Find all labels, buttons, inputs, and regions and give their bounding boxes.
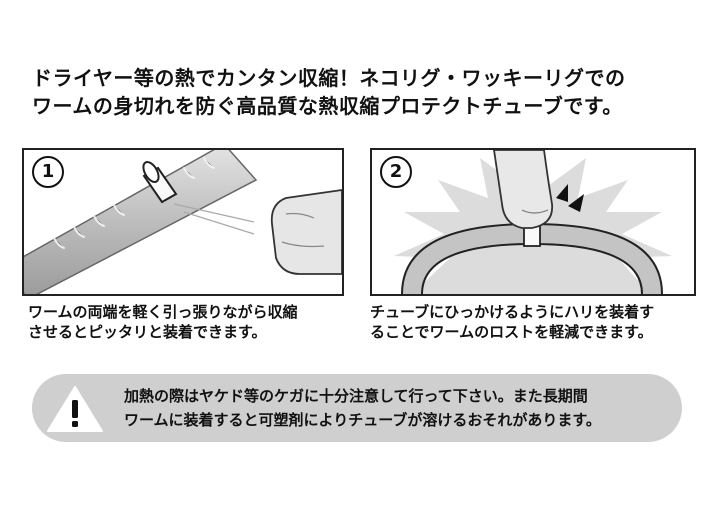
step-2-illustration bbox=[394, 150, 672, 294]
warning-line-1: 加熱の際はヤケド等のケガに十分注意して行って下さい。また長期間 bbox=[124, 387, 588, 405]
finger bbox=[493, 150, 554, 229]
step-2-caption-line-1: チューブにひっかけるようにハリを装着す bbox=[370, 303, 655, 321]
action-marks bbox=[556, 184, 584, 212]
step-2-number: 2 bbox=[380, 156, 412, 188]
step-1-number: 1 bbox=[32, 156, 64, 188]
step-1-caption: ワームの両端を軽く引っ張りながら収縮 させるとピッタリと装着できます。 bbox=[28, 302, 358, 342]
step-1-panel: 1 bbox=[22, 148, 344, 296]
step-2-caption: チューブにひっかけるようにハリを装着す ることでワームのロストを軽減できます。 bbox=[370, 302, 700, 342]
protect-tube bbox=[142, 161, 178, 204]
headline-line-1: ドライヤー等の熱でカンタン収縮！ネコリグ・ワッキーリグでの bbox=[32, 66, 626, 90]
warning-box: 加熱の際はヤケド等のケガに十分注意して行って下さい。また長期間 ワームに装着する… bbox=[32, 374, 682, 442]
hand bbox=[270, 189, 342, 275]
exclamation-triangle-icon bbox=[47, 386, 103, 432]
headline-line-2: ワームの身切れを防ぐ高品質な熱収縮プロテクトチューブです。 bbox=[32, 94, 623, 118]
warning-text: 加熱の際はヤケド等のケガに十分注意して行って下さい。また長期間 ワームに装着する… bbox=[124, 384, 684, 432]
step-1-caption-line-1: ワームの両端を軽く引っ張りながら収縮 bbox=[28, 303, 298, 321]
step-2-panel: 2 bbox=[370, 148, 696, 296]
step-1-illustration bbox=[24, 150, 342, 294]
step-2-caption-line-2: ることでワームのロストを軽減できます。 bbox=[370, 323, 653, 341]
headline: ドライヤー等の熱でカンタン収縮！ネコリグ・ワッキーリグでの ワームの身切れを防ぐ… bbox=[32, 64, 692, 120]
step-1-caption-line-2: させるとピッタリと装着できます。 bbox=[28, 323, 267, 341]
warning-line-2: ワームに装着すると可塑剤によりチューブが溶けるおそれがあります。 bbox=[124, 411, 601, 429]
